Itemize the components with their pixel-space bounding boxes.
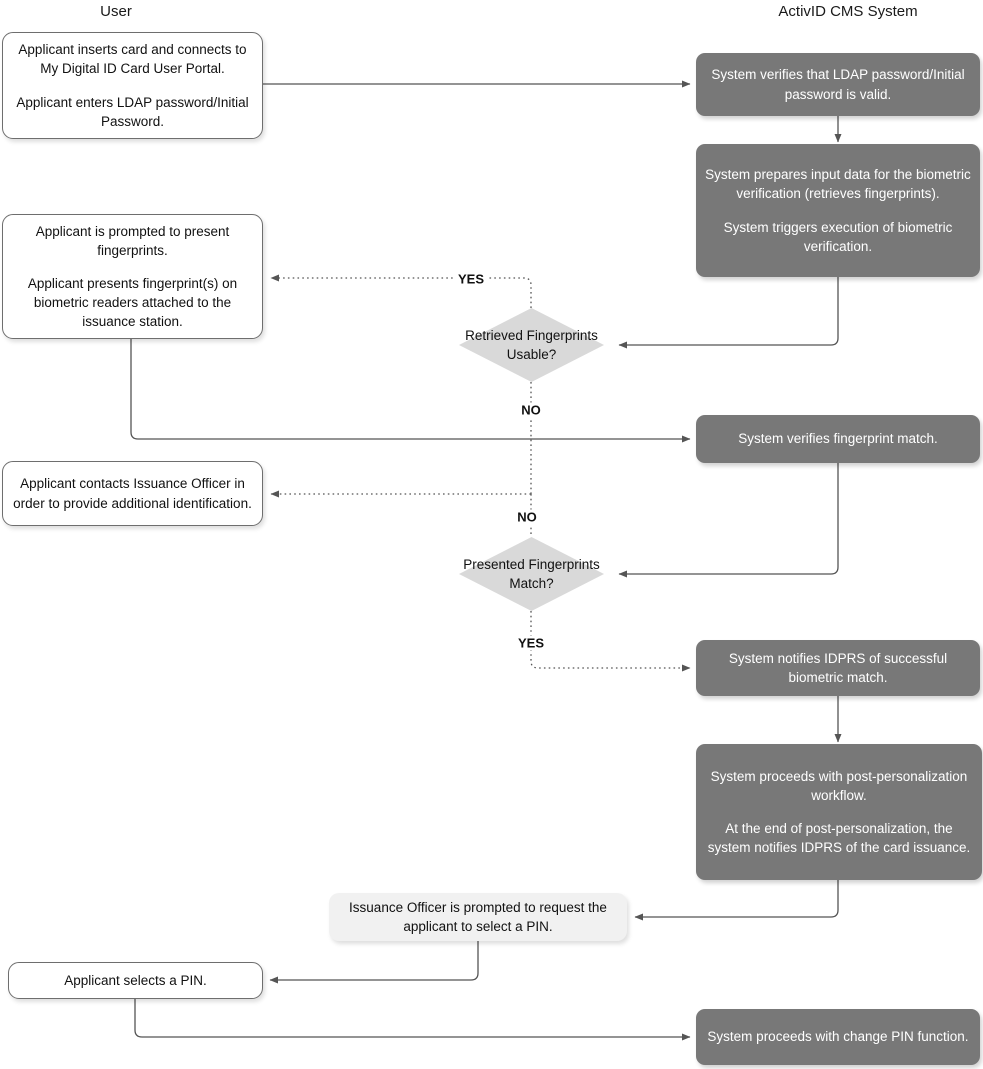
decision-label: Presented Fingerprints Match?	[463, 556, 600, 591]
node-text-line: Applicant enters LDAP password/Initial P…	[16, 94, 249, 129]
decision-presented-fingerprints-match: Presented Fingerprints Match?	[459, 537, 604, 611]
node-text-line: Applicant presents fingerprint(s) on bio…	[27, 275, 238, 330]
node-text-line: Applicant is prompted to present fingerp…	[35, 223, 230, 258]
node-system-verifies-fingerprint-match: System verifies fingerprint match.	[696, 415, 980, 463]
branch-label-yes-d2: YES	[514, 635, 548, 651]
node-text-line: System verifies fingerprint match.	[738, 431, 938, 447]
node-text-line: System triggers execution of biometric v…	[723, 219, 953, 254]
node-issuance-officer-prompted: Issuance Officer is prompted to request …	[329, 893, 627, 941]
node-applicant-presents-fingerprints: Applicant is prompted to present fingerp…	[2, 214, 263, 339]
node-system-notifies-idprs-match: System notifies IDPRS of successful biom…	[696, 640, 980, 696]
lane-header-user: User	[100, 3, 132, 20]
branch-label-no-d2: NO	[514, 509, 540, 525]
node-applicant-contacts-issuance-officer: Applicant contacts Issuance Officer in o…	[2, 461, 263, 526]
node-text-line: System proceeds with post-personalizatio…	[710, 768, 968, 803]
node-system-post-personalization: System proceeds with post-personalizatio…	[696, 744, 982, 880]
node-text-line: Issuance Officer is prompted to request …	[349, 899, 607, 934]
diamond-shape	[459, 308, 604, 382]
edge-n5-to-d2	[618, 463, 839, 578]
edge-n10-to-n11	[134, 999, 691, 1041]
edge-n4-to-n5	[130, 339, 691, 443]
decision-label: Retrieved Fingerprints Usable?	[465, 327, 598, 362]
decision-retrieved-fingerprints-usable: Retrieved Fingerprints Usable?	[459, 308, 604, 382]
node-text-line: System prepares input data for the biome…	[705, 167, 971, 202]
node-text-line: System notifies IDPRS of successful biom…	[728, 650, 948, 685]
edge-n8-to-n9	[634, 880, 839, 921]
node-text-line: System verifies that LDAP password/Initi…	[711, 67, 965, 102]
node-applicant-inserts-card: Applicant inserts card and connects to M…	[2, 32, 263, 139]
edge-d1-yes-to-n4	[270, 274, 532, 308]
diamond-shape	[459, 537, 604, 611]
node-text-line: At the end of post-personalization, the …	[707, 821, 971, 856]
node-system-prepares-biometric: System prepares input data for the biome…	[696, 144, 980, 277]
edge-d2-yes-to-n7	[530, 611, 691, 672]
node-text-line: System proceeds with change PIN function…	[707, 1029, 969, 1045]
node-text-line: Applicant inserts card and connects to M…	[18, 42, 247, 77]
lane-header-system: ActivID CMS System	[778, 3, 918, 20]
edge-n3-to-d1	[618, 277, 839, 349]
node-applicant-selects-pin: Applicant selects a PIN.	[8, 962, 263, 999]
branch-label-no-d1: NO	[518, 402, 544, 418]
node-system-change-pin: System proceeds with change PIN function…	[696, 1009, 980, 1065]
node-system-verifies-ldap: System verifies that LDAP password/Initi…	[696, 53, 980, 116]
node-text-line: Applicant contacts Issuance Officer in o…	[13, 476, 252, 511]
node-text-line: Applicant selects a PIN.	[64, 972, 207, 988]
branch-label-yes-d1: YES	[454, 271, 488, 287]
edge-n9-to-n10	[269, 941, 479, 984]
